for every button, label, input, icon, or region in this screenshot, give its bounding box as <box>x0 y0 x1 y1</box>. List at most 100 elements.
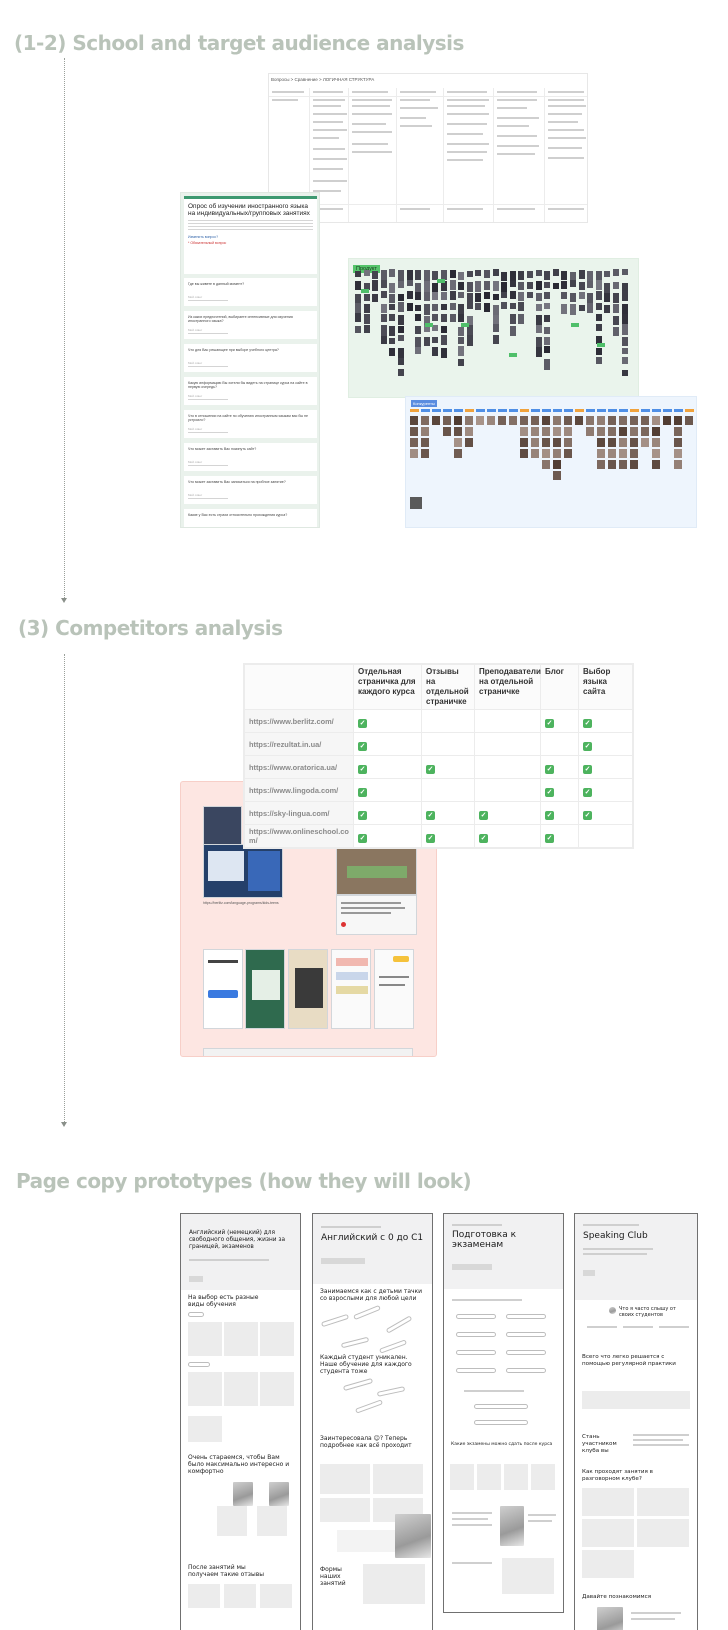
board-card <box>663 416 671 425</box>
survey-question[interactable]: Что может заставить Вас записаться на пр… <box>184 476 317 504</box>
competitor-screenshot <box>336 895 417 935</box>
board-card <box>432 416 440 425</box>
board-card <box>389 282 396 294</box>
section-title-prototypes: Page copy prototypes (how they will look… <box>16 1169 472 1193</box>
board-card <box>363 324 370 334</box>
table-header-row: Отдельная страничка для каждого курса От… <box>244 664 633 710</box>
board-card <box>458 326 465 336</box>
competitor-url[interactable]: https://www.onlineschool.com/ <box>244 824 354 848</box>
feature-cell <box>474 778 541 802</box>
competitor-board-label: Конкуренты <box>411 400 437 407</box>
board-card <box>621 269 628 276</box>
board-card <box>544 302 551 309</box>
board-sticky-note <box>663 409 672 412</box>
board-card <box>652 427 660 436</box>
board-sticky-note <box>608 409 617 412</box>
table-row: https://www.berlitz.com/✓✓✓ <box>244 709 633 733</box>
answer-placeholder: Мой ответ <box>188 328 203 332</box>
board-card <box>421 449 429 458</box>
survey-question[interactable]: Какие у Вас есть страхи относительно про… <box>184 509 317 527</box>
survey-form-required-note: * Обязательный вопрос <box>188 241 227 245</box>
feature-cell <box>421 709 475 733</box>
board-card <box>552 282 559 290</box>
board-card <box>518 282 525 290</box>
survey-question[interactable]: Что может заставить Вас покинуть сайт? Мо… <box>184 443 317 471</box>
prototype-heading: Что я часто слышу от своих студентов <box>619 1306 676 1318</box>
board-card <box>355 313 361 322</box>
board-card <box>423 325 430 332</box>
board-card <box>531 449 539 458</box>
board-card <box>509 270 516 282</box>
survey-question[interactable]: Что в отношении на сайте по обучению ино… <box>184 410 317 438</box>
survey-question[interactable]: Где вы живете в данный момент?Мой ответ <box>184 278 317 306</box>
competitor-screenshot <box>203 806 242 846</box>
board-card <box>492 304 499 316</box>
board-card <box>535 269 542 277</box>
prototype-title: Подготовка к экзаменам <box>452 1230 517 1250</box>
board-card <box>595 324 602 332</box>
survey-question-text: Что может заставить Вас покинуть сайт? <box>188 447 257 451</box>
board-card <box>621 348 628 355</box>
board-card <box>454 449 462 458</box>
competitor-url[interactable]: https://www.oratorica.ua/ <box>244 755 354 779</box>
board-card <box>380 270 387 280</box>
board-card <box>652 449 660 458</box>
competitor-url[interactable]: https://rezultat.in.ua/ <box>244 732 354 756</box>
board-card <box>441 292 447 301</box>
answer-placeholder: Мой ответ <box>188 460 203 464</box>
board-card <box>674 427 682 436</box>
board-card <box>597 460 605 469</box>
board-card <box>619 416 627 425</box>
competitors-comparison-table: Отдельная страничка для каждого курса От… <box>244 664 633 848</box>
competitor-screenshot <box>203 1048 413 1056</box>
board-sticky-note <box>425 323 433 327</box>
board-card <box>630 427 638 436</box>
board-card <box>641 438 649 447</box>
checkmark-icon: ✓ <box>545 811 554 820</box>
checkmark-icon: ✓ <box>583 765 592 774</box>
board-card <box>372 271 379 280</box>
board-card <box>410 427 418 436</box>
survey-question[interactable]: Какую информацию Вы хотели бы видеть на … <box>184 377 317 405</box>
board-card <box>674 416 682 425</box>
competitor-board: Конкуренты <box>405 396 697 528</box>
survey-form-email-link[interactable]: Изменить вопрос? <box>188 235 219 239</box>
board-card <box>531 438 539 447</box>
board-card <box>389 314 396 322</box>
feature-cell: ✓ <box>421 755 475 779</box>
board-card <box>410 449 418 458</box>
board-card <box>595 336 602 345</box>
board-card <box>630 416 638 425</box>
board-card <box>476 416 484 425</box>
section-title-audience: (1-2) School and target audience analysi… <box>14 31 464 55</box>
survey-question[interactable]: Что для Вас решающее при выборе учебного… <box>184 344 317 372</box>
board-card <box>630 460 638 469</box>
answer-placeholder: Мой ответ <box>188 361 203 365</box>
board-card <box>553 427 561 436</box>
board-card <box>475 281 482 292</box>
survey-question[interactable]: Из каких предпочтений, выбираете интенси… <box>184 311 317 339</box>
feature-cell: ✓ <box>353 824 422 848</box>
board-card <box>520 427 528 436</box>
board-card <box>621 313 628 324</box>
survey-form: Опрос об изучении иностранного языка на … <box>180 192 320 528</box>
competitor-url[interactable]: https://sky-lingua.com/ <box>244 801 354 825</box>
board-card <box>641 427 649 436</box>
board-card <box>553 449 561 458</box>
competitor-url[interactable]: https://www.berlitz.com/ <box>244 709 354 733</box>
board-card <box>578 269 585 279</box>
board-card <box>570 292 576 303</box>
board-card <box>509 416 517 425</box>
board-card <box>604 282 611 294</box>
table-row: https://sky-lingua.com/✓✓✓✓✓ <box>244 801 633 825</box>
board-card <box>487 416 495 425</box>
board-card <box>621 303 628 315</box>
board-card <box>564 449 572 458</box>
feature-cell <box>474 709 541 733</box>
board-card <box>432 271 439 280</box>
board-card <box>595 313 602 321</box>
competitor-url[interactable]: https://www.lingoda.com/ <box>244 778 354 802</box>
board-card <box>587 302 594 313</box>
board-card <box>595 357 602 364</box>
board-card <box>458 303 465 315</box>
